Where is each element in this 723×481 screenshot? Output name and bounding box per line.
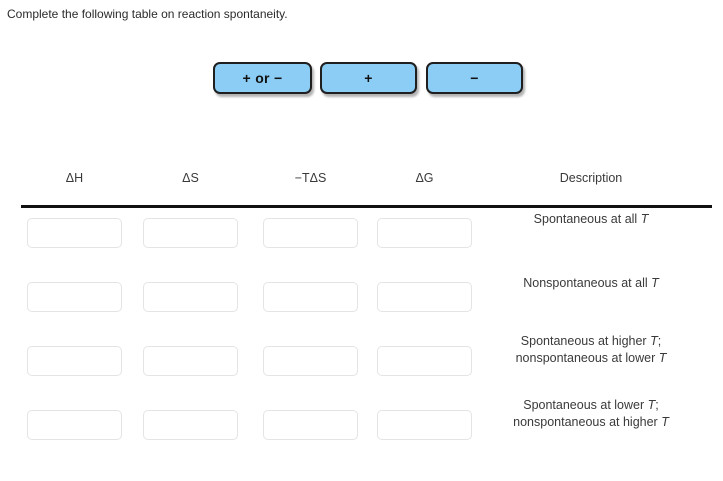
input-minus-t-delta-s-row4[interactable] bbox=[263, 410, 358, 440]
input-delta-h-row1[interactable] bbox=[27, 218, 122, 248]
input-delta-h-row3[interactable] bbox=[27, 346, 122, 376]
description-row2-line1: Nonspontaneous at all T bbox=[523, 276, 659, 290]
input-minus-t-delta-s-row3[interactable] bbox=[263, 346, 358, 376]
input-delta-g-row2[interactable] bbox=[377, 282, 472, 312]
description-row1-line1: Spontaneous at all T bbox=[533, 212, 649, 226]
input-delta-s-row2[interactable] bbox=[143, 282, 238, 312]
input-delta-s-row3[interactable] bbox=[143, 346, 238, 376]
table-row: Spontaneous at lower T; nonspontaneous a… bbox=[21, 395, 712, 459]
description-row3: Spontaneous at higher T; nonspontaneous … bbox=[476, 333, 706, 367]
input-delta-g-row1[interactable] bbox=[377, 218, 472, 248]
input-delta-g-row4[interactable] bbox=[377, 410, 472, 440]
header-divider-line bbox=[21, 205, 712, 208]
spontaneity-table: ΔH ΔS −TΔS ΔG Description Spontaneous at… bbox=[21, 165, 712, 459]
table-row: Spontaneous at all T bbox=[21, 203, 712, 267]
token-plus-or-minus[interactable]: + or − bbox=[213, 62, 312, 94]
instruction-text: Complete the following table on reaction… bbox=[7, 7, 288, 21]
column-header-description: Description bbox=[559, 171, 623, 185]
description-row3-line2: nonspontaneous at lower T bbox=[515, 351, 667, 365]
input-delta-g-row3[interactable] bbox=[377, 346, 472, 376]
table-row: Spontaneous at higher T; nonspontaneous … bbox=[21, 331, 712, 395]
token-palette: + or − + − bbox=[213, 62, 533, 98]
description-row4-line1: Spontaneous at lower T; bbox=[523, 398, 659, 412]
token-minus[interactable]: − bbox=[426, 62, 523, 94]
input-minus-t-delta-s-row2[interactable] bbox=[263, 282, 358, 312]
input-delta-h-row2[interactable] bbox=[27, 282, 122, 312]
input-delta-s-row1[interactable] bbox=[143, 218, 238, 248]
token-plus[interactable]: + bbox=[320, 62, 417, 94]
description-row4-line2: nonspontaneous at higher T bbox=[513, 415, 669, 429]
input-minus-t-delta-s-row1[interactable] bbox=[263, 218, 358, 248]
table-header-row: ΔH ΔS −TΔS ΔG Description bbox=[21, 165, 712, 208]
input-delta-s-row4[interactable] bbox=[143, 410, 238, 440]
table-row: Nonspontaneous at all T bbox=[21, 267, 712, 331]
description-row3-line1: Spontaneous at higher T; bbox=[520, 334, 662, 348]
description-row4: Spontaneous at lower T; nonspontaneous a… bbox=[476, 397, 706, 431]
column-header-delta-g: ΔG bbox=[415, 171, 434, 185]
input-delta-h-row4[interactable] bbox=[27, 410, 122, 440]
description-row1: Spontaneous at all T bbox=[476, 211, 706, 228]
column-header-minus-t-delta-s: −TΔS bbox=[294, 171, 327, 185]
column-header-delta-s: ΔS bbox=[182, 171, 199, 185]
description-row2: Nonspontaneous at all T bbox=[476, 275, 706, 292]
column-header-delta-h: ΔH bbox=[65, 171, 84, 185]
